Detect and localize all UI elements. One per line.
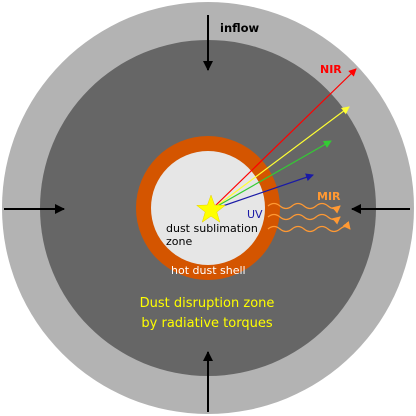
mir-wave-1 [267, 202, 341, 214]
inflow-label: inflow [220, 21, 260, 35]
disruption-label-line1: Dust disruption zone [140, 296, 275, 311]
disruption-label-line2: by radiative torques [141, 316, 272, 331]
sublimation-label-line1: dust sublimation [166, 222, 258, 235]
nir-label: NIR [320, 63, 342, 76]
hot-dust-shell-label: hot dust shell [171, 264, 246, 277]
mir-label: MIR [317, 190, 341, 203]
star-icon [196, 194, 226, 223]
uv-ray [213, 173, 314, 210]
mir-wave-3 [267, 221, 351, 233]
mir-wave-2 [267, 213, 341, 225]
uv-label: UV [247, 208, 263, 221]
nir-ray [213, 68, 357, 208]
green-ray [213, 140, 332, 209]
sublimation-label-line2: zone [166, 235, 192, 248]
yellow-ray [213, 106, 350, 209]
